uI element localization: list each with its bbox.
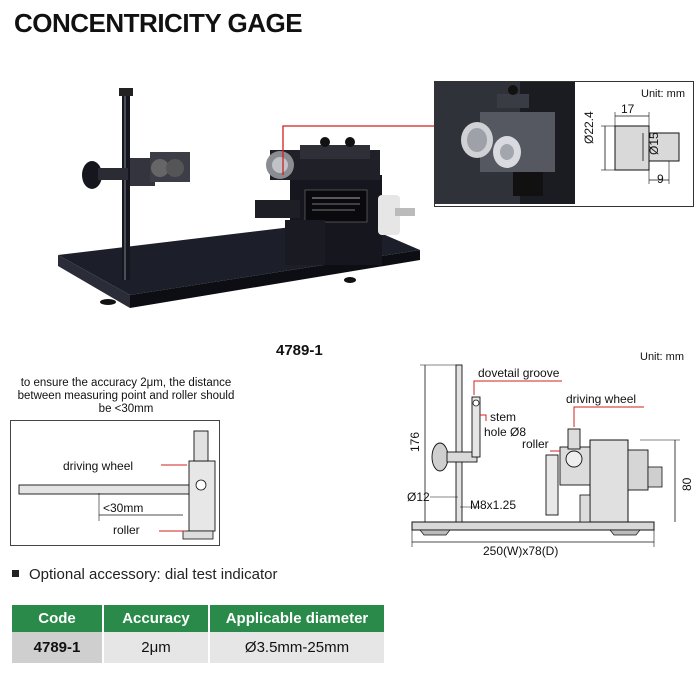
spec-table-header: Code Accuracy Applicable diameter (12, 605, 384, 632)
spec-table: Code Accuracy Applicable diameter 4789-1… (12, 605, 384, 663)
label-roller: roller (522, 437, 549, 451)
dim-base-size: 250(W)x78(D) (483, 544, 559, 558)
dim-17: 17 (621, 102, 635, 116)
label-stem: stem (490, 410, 517, 424)
roller-closeup-photo (435, 82, 575, 204)
cell-code: 4789-1 (12, 632, 104, 663)
dim-15: Ø15 (647, 132, 661, 155)
product-photo (58, 88, 420, 308)
label-driving-wheel: driving wheel (566, 392, 637, 406)
dim-80: 80 (680, 477, 694, 491)
note-label-driving-wheel: driving wheel (63, 459, 134, 473)
table-row: 4789-1 2μm Ø3.5mm-25mm (12, 632, 384, 663)
product-model-label: 4789-1 (276, 342, 323, 359)
label-thread: M8x1.25 (470, 498, 517, 512)
roller-dimension-drawing (601, 112, 680, 184)
dimension-unit-label: Unit: mm (640, 351, 684, 363)
accuracy-diagram: driving wheel <30mm roller (10, 420, 220, 546)
accuracy-diagram-drawing (18, 430, 216, 540)
leader-line (282, 125, 437, 175)
detail-inset: Unit: mm 17 Ø22.4 Ø15 9 (434, 81, 694, 207)
dim-9: 9 (657, 172, 664, 186)
dim-176: 176 (408, 431, 422, 452)
cell-applicable-diameter: Ø3.5mm-25mm (209, 632, 384, 663)
dim-12: Ø12 (407, 490, 430, 504)
dimension-drawing (411, 364, 680, 547)
page-title: CONCENTRICITY GAGE (14, 8, 303, 38)
note-label-roller: roller (113, 523, 140, 537)
header-code: Code (12, 605, 104, 632)
optional-accessory-text: Optional accessory: dial test indicator (29, 566, 278, 583)
detail-unit-label: Unit: mm (641, 88, 685, 100)
cell-accuracy: 2μm (103, 632, 210, 663)
note-label-distance: <30mm (103, 501, 144, 515)
optional-accessory: Optional accessory: dial test indicator (12, 566, 277, 583)
header-applicable-diameter: Applicable diameter (209, 605, 384, 632)
dim-22-4: Ø22.4 (582, 111, 596, 144)
header-accuracy: Accuracy (103, 605, 210, 632)
bullet-icon (12, 569, 19, 577)
accuracy-note: to ensure the accuracy 2μm, the distance… (17, 377, 235, 415)
label-dovetail-groove: dovetail groove (478, 366, 560, 380)
label-hole: hole Ø8 (484, 425, 527, 439)
